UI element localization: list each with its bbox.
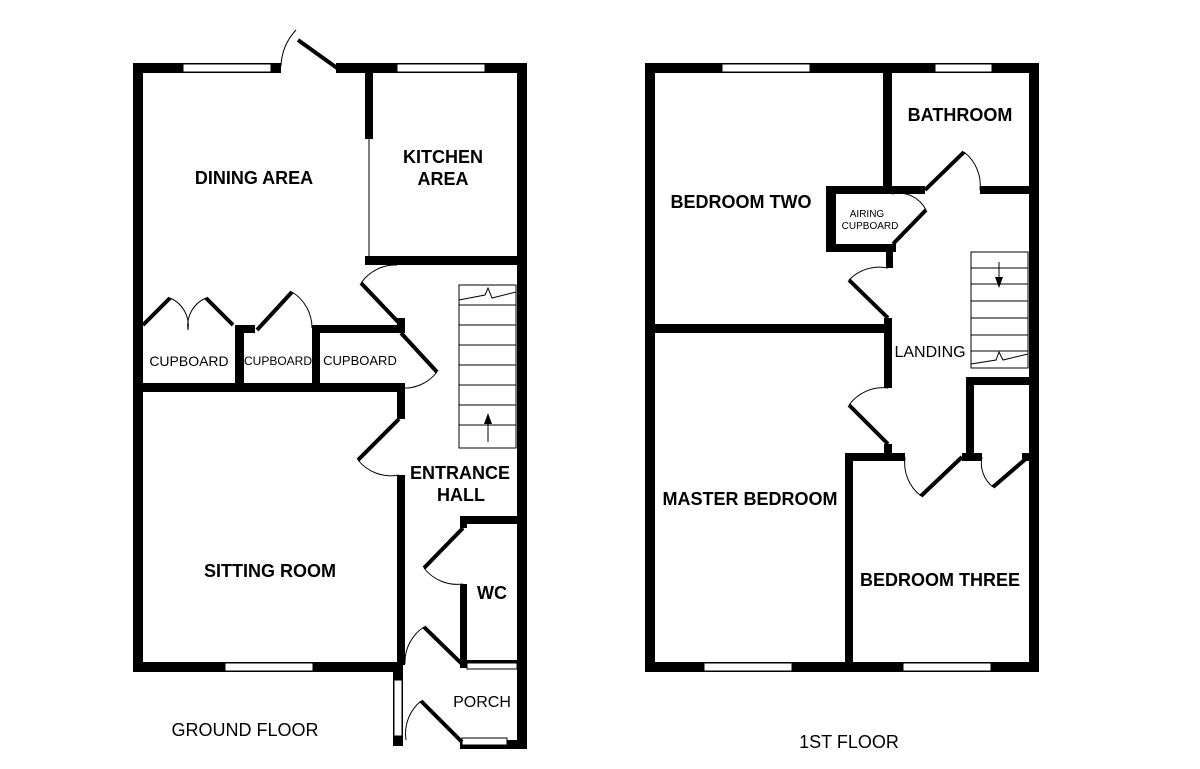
kitchen-area-label-line1: KITCHEN	[403, 147, 483, 167]
dining-area-label: DINING AREA	[195, 168, 313, 188]
cupboard-1-label: CUPBOARD	[149, 353, 228, 369]
bedroom-two-door	[847, 266, 890, 320]
sitting-room-door	[356, 417, 401, 477]
cupboard-3-door	[399, 331, 439, 389]
kitchen-area-label-line2: AREA	[417, 169, 468, 189]
cupboard-2-door	[255, 290, 313, 332]
ground-floor-title: GROUND FLOOR	[171, 720, 318, 740]
bedroom-three-door	[904, 455, 964, 498]
porch-hall-door	[404, 625, 466, 668]
kitchen-hall-door	[359, 264, 403, 327]
wc-door	[422, 526, 465, 585]
ground-staircase	[458, 284, 517, 449]
first-floor-plan: BATHROOM BEDROOM TWO AIRING CUPBOARD LAN…	[645, 63, 1039, 752]
master-bedroom-door	[847, 387, 890, 446]
wc-label: WC	[477, 583, 507, 603]
airing-cupboard-label-line1: AIRING	[850, 209, 885, 220]
airing-cupboard-label-line2: CUPBOARD	[842, 221, 899, 232]
bathroom-label: BATHROOM	[908, 105, 1013, 125]
first-floor-title: 1ST FLOOR	[799, 732, 899, 752]
sitting-room-label: SITTING ROOM	[204, 561, 336, 581]
cupboard-2-label: CUPBOARD	[244, 354, 312, 368]
master-bedroom-label: MASTER BEDROOM	[663, 489, 838, 509]
landing-cupboard-door	[980, 455, 1030, 489]
dining-door	[280, 29, 339, 70]
entrance-hall-label-line1: ENTRANCE	[410, 463, 510, 483]
entrance-hall-label-line2: HALL	[437, 485, 485, 505]
bathroom-door	[923, 150, 981, 192]
airing-cupboard-door	[891, 192, 928, 246]
first-staircase	[970, 251, 1029, 369]
cupboard-3-label: CUPBOARD	[323, 353, 397, 368]
porch-label: PORCH	[453, 694, 511, 711]
front-door	[405, 699, 464, 744]
bedroom-two-label: BEDROOM TWO	[671, 192, 812, 212]
ground-floor-plan: DINING AREA KITCHEN AREA CUPBOARD CUPBOA…	[133, 29, 527, 749]
bedroom-three-label: BEDROOM THREE	[860, 570, 1020, 590]
cupboard-1-doors	[141, 296, 235, 331]
landing-label: LANDING	[894, 344, 965, 361]
